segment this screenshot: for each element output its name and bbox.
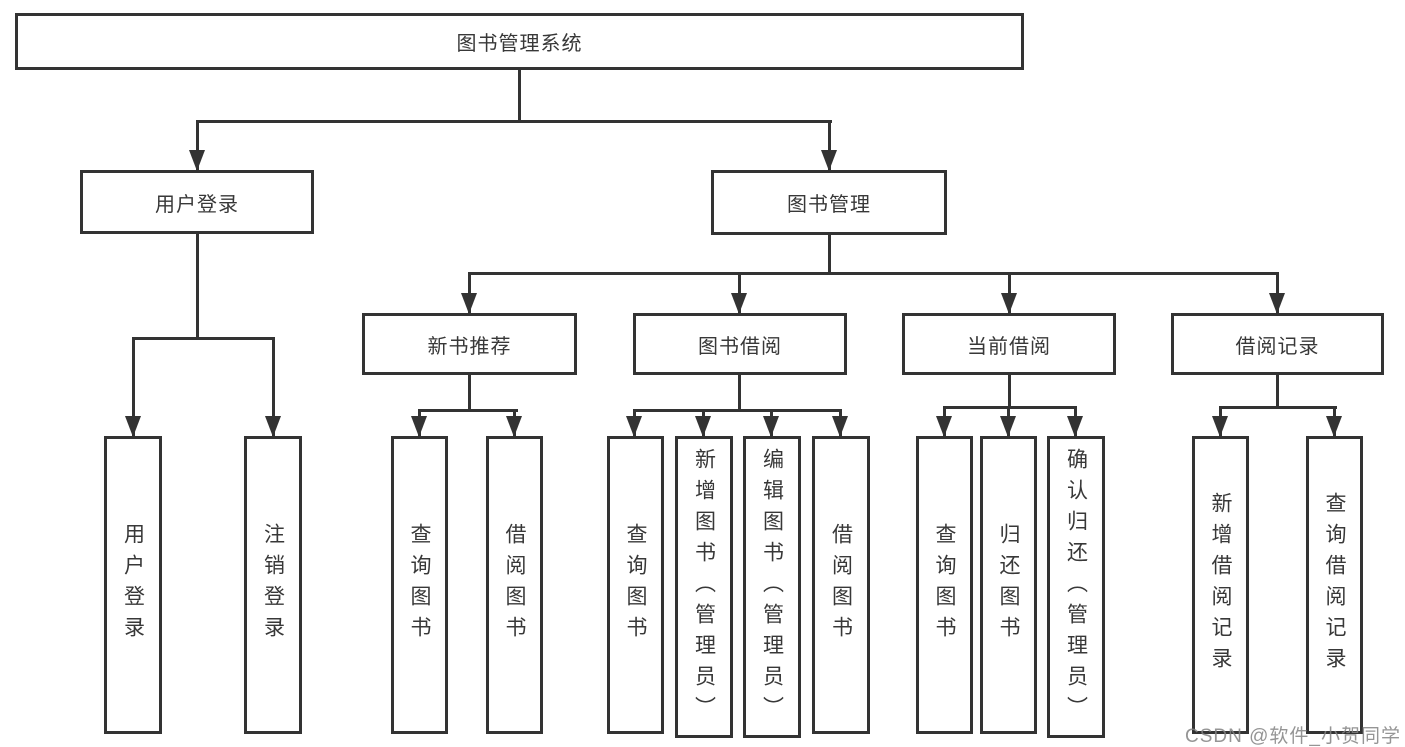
leaf-user-login: 用户登录: [104, 436, 162, 734]
arrow-down-icon: [189, 150, 205, 171]
arrow-down-icon: [1000, 416, 1016, 437]
arrow-down-icon: [1001, 293, 1017, 314]
connector-user-login-trunk: [196, 234, 199, 337]
leaf-query-books-recommend: 查询图书: [391, 436, 448, 734]
leaf-borrow-books-borrowing-label: 借阅图书: [829, 523, 853, 647]
connector-drop-leaf-user-login: [132, 337, 135, 436]
leaf-borrow-books-recommend-label: 借阅图书: [503, 523, 526, 647]
connector-drop-current-borrowing: [1008, 272, 1011, 313]
connector-user-login-rail: [132, 337, 275, 340]
node-book-borrowing: 图书借阅: [633, 313, 847, 375]
leaf-query-books-borrowing-label: 查询图书: [624, 523, 647, 647]
arrow-down-icon: [731, 293, 747, 314]
leaf-query-books-current-label: 查询图书: [933, 523, 956, 647]
connector-book-borrowing-trunk: [738, 375, 741, 409]
connector-root-trunk: [518, 70, 521, 120]
node-borrow-records: 借阅记录: [1171, 313, 1384, 375]
connector-drop-leaf-logout: [272, 337, 275, 436]
leaf-query-books-current: 查询图书: [916, 436, 973, 734]
connector-book-management-trunk: [828, 235, 831, 272]
node-book-management: 图书管理: [711, 170, 947, 235]
arrow-down-icon: [1067, 416, 1083, 437]
node-current-borrowing: 当前借阅: [902, 313, 1116, 375]
leaf-borrow-books-borrowing: 借阅图书: [812, 436, 870, 734]
connector-drop-book-borrowing: [738, 272, 741, 313]
leaf-query-borrow-record-label: 查询借阅记录: [1323, 492, 1346, 678]
connector-book-borrowing-rail: [633, 409, 842, 412]
node-new-book-recommend: 新书推荐: [362, 313, 577, 375]
leaf-edit-books-admin-label: 编辑图书（管理员）: [760, 447, 784, 727]
leaf-confirm-return-admin: 确认归还（管理员）: [1047, 436, 1105, 738]
arrow-down-icon: [695, 416, 711, 437]
leaf-add-books-admin-label: 新增图书（管理员）: [692, 447, 716, 727]
leaf-query-books-borrowing: 查询图书: [607, 436, 664, 734]
arrow-down-icon: [265, 416, 281, 437]
arrow-down-icon: [936, 416, 952, 437]
arrow-down-icon: [1269, 293, 1285, 314]
leaf-user-login-label: 用户登录: [121, 523, 145, 647]
connector-drop-new-book: [468, 272, 471, 313]
connector-drop-user-login: [196, 120, 199, 170]
connector-level3-rail: [468, 272, 1279, 275]
connector-borrow-records-rail: [1219, 406, 1337, 409]
leaf-edit-books-admin: 编辑图书（管理员）: [743, 436, 801, 738]
connector-borrow-records-trunk: [1276, 375, 1279, 406]
csdn-watermark: CSDN @软件_小贺同学: [1185, 726, 1401, 747]
arrow-down-icon: [832, 416, 848, 437]
leaf-logout: 注销登录: [244, 436, 302, 734]
leaf-borrow-books-recommend: 借阅图书: [486, 436, 543, 734]
arrow-down-icon: [125, 416, 141, 437]
arrow-down-icon: [411, 416, 427, 437]
arrow-down-icon: [1326, 416, 1342, 437]
leaf-query-books-recommend-label: 查询图书: [408, 523, 431, 647]
node-user-login: 用户登录: [80, 170, 314, 234]
arrow-down-icon: [821, 150, 837, 171]
leaf-add-borrow-record-label: 新增借阅记录: [1209, 492, 1232, 678]
connector-current-borrowing-trunk: [1008, 375, 1011, 406]
leaf-add-books-admin: 新增图书（管理员）: [675, 436, 733, 738]
arrow-down-icon: [1212, 416, 1228, 437]
connector-drop-book-management: [828, 120, 831, 170]
arrow-down-icon: [763, 416, 779, 437]
connector-drop-borrow-records: [1276, 272, 1279, 313]
leaf-logout-label: 注销登录: [261, 523, 285, 647]
leaf-confirm-return-admin-label: 确认归还（管理员）: [1064, 447, 1088, 727]
arrow-down-icon: [506, 416, 522, 437]
leaf-add-borrow-record: 新增借阅记录: [1192, 436, 1249, 734]
leaf-return-books: 归还图书: [980, 436, 1037, 734]
connector-new-book-rail: [418, 409, 518, 412]
connector-level2-rail: [196, 120, 832, 123]
leaf-return-books-label: 归还图书: [997, 523, 1020, 647]
arrow-down-icon: [626, 416, 642, 437]
connector-current-borrowing-rail: [943, 406, 1077, 409]
node-root-library-system: 图书管理系统: [15, 13, 1024, 70]
arrow-down-icon: [461, 293, 477, 314]
leaf-query-borrow-record: 查询借阅记录: [1306, 436, 1363, 734]
connector-new-book-trunk: [468, 375, 471, 409]
